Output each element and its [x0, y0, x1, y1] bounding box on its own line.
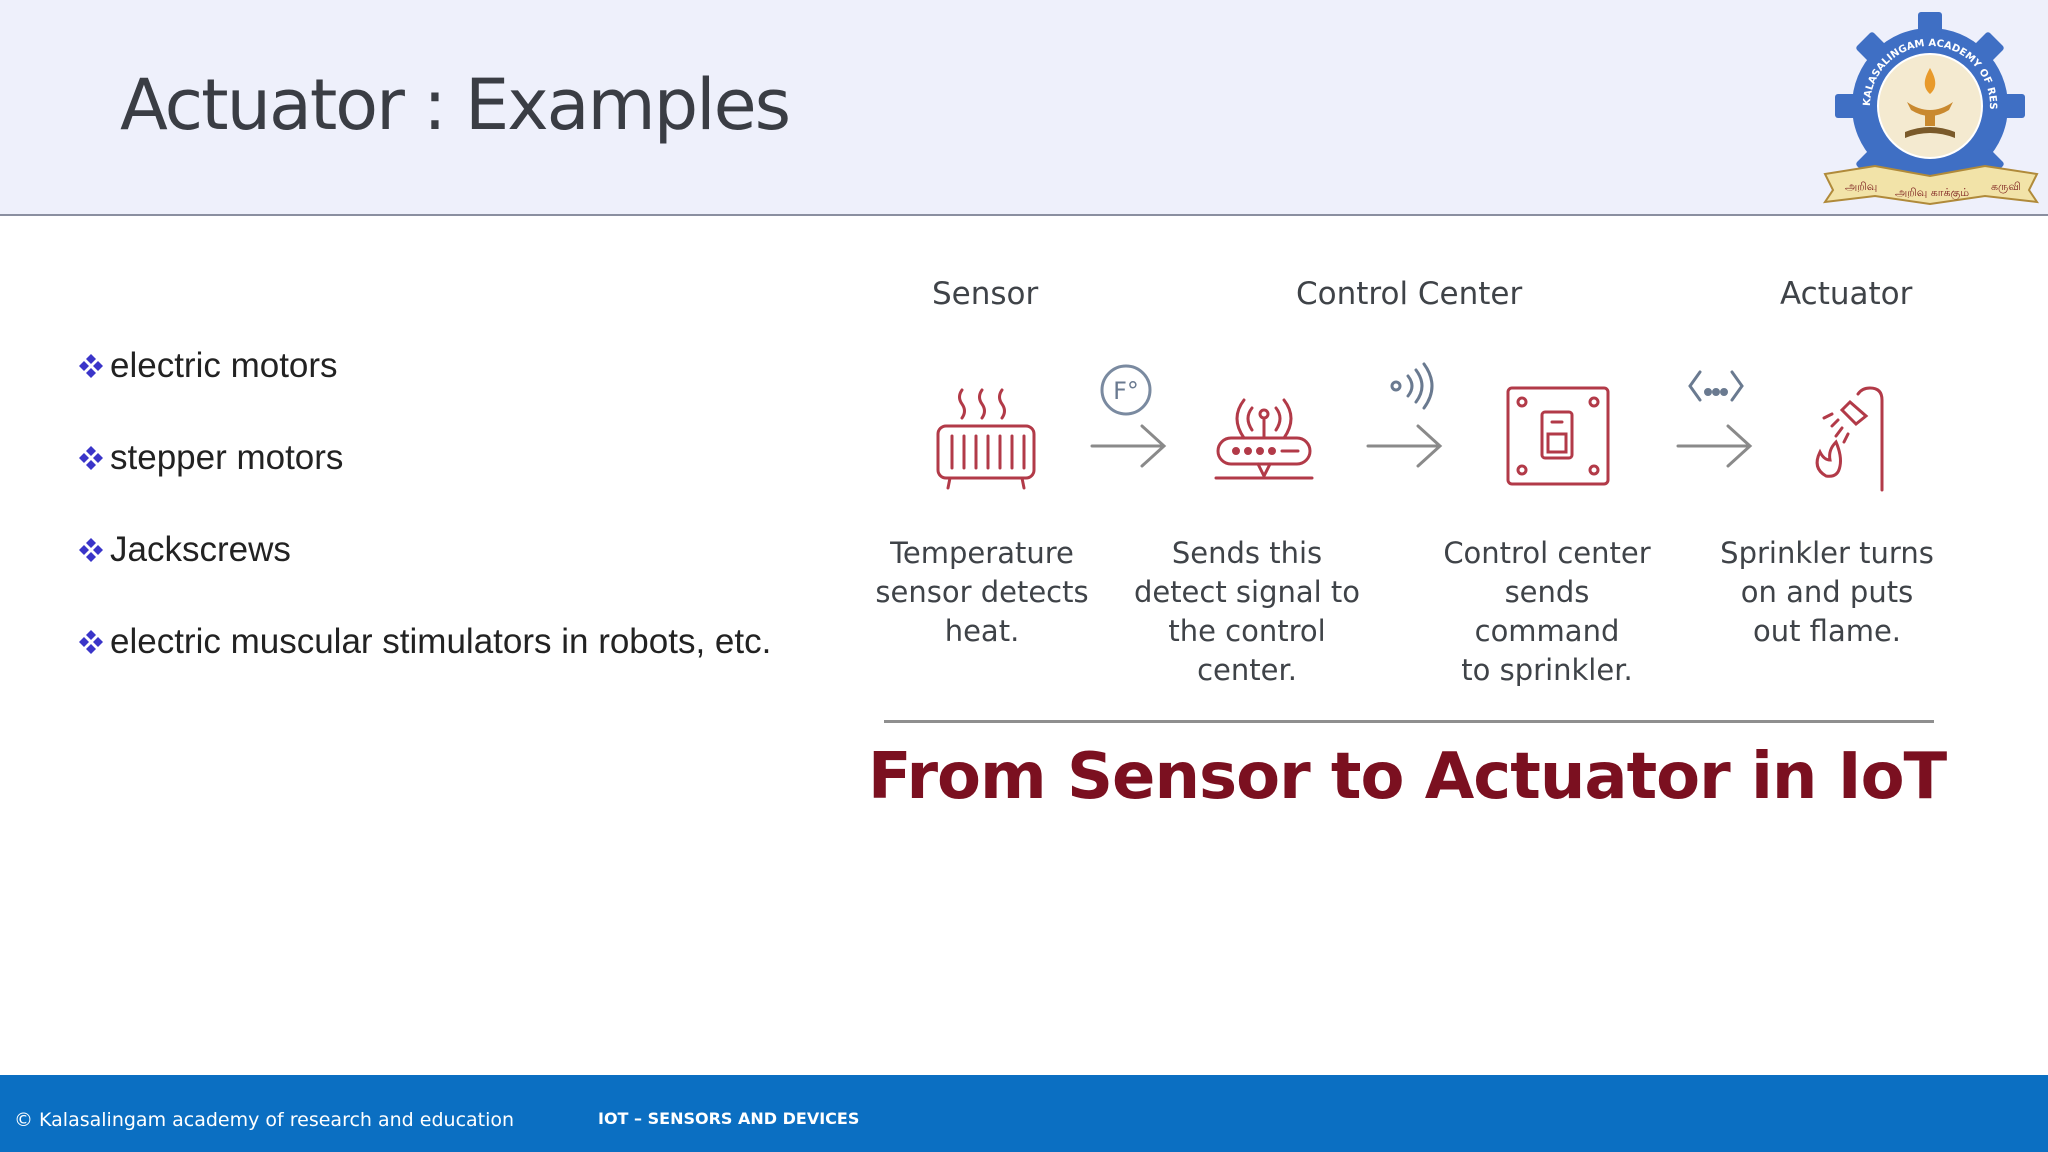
wireless-signal-icon: [1390, 362, 1434, 410]
slide-header: Actuator : Examples அறிவு அறிவு காக: [0, 0, 2048, 216]
command-code-icon: [1688, 370, 1744, 402]
footer-course-title: IOT – SENSORS AND DEVICES: [598, 1109, 860, 1128]
caption-control: Control center sends command to sprinkle…: [1443, 536, 1651, 687]
logo-ribbon-center: அறிவு காக்கும்: [1895, 186, 1969, 201]
heading-actuator: Actuator: [1780, 276, 1913, 312]
logo-ribbon-left: அறிவு: [1845, 180, 1877, 193]
bullet-list: electric motors stepper motors Jackscrew…: [76, 320, 771, 688]
diamond-bullet-icon: [79, 354, 103, 378]
slide-footer: © Kalasalingam academy of research and e…: [0, 1075, 2048, 1152]
list-item: Jackscrews: [76, 504, 771, 596]
diamond-bullet-icon: [79, 538, 103, 562]
diagram-banner-title: From Sensor to Actuator in IoT: [867, 740, 1947, 814]
router-icon: [1214, 398, 1314, 480]
caption-sensor: Temperature sensor detects heat.: [875, 536, 1089, 648]
list-item: electric motors: [76, 320, 771, 412]
arrow-right-icon: [1676, 424, 1753, 468]
bullet-text: electric motors: [110, 346, 338, 385]
footer-copyright: © Kalasalingam academy of research and e…: [14, 1109, 515, 1131]
fahrenheit-badge-text: F°: [1113, 377, 1139, 405]
caption-signal: Sends this detect signal to the control …: [1133, 536, 1361, 687]
fahrenheit-badge-icon: F°: [1100, 364, 1152, 416]
university-logo: அறிவு அறிவு காக்கும் கருவி KALASALINGAM …: [1815, 6, 2040, 206]
bullet-text: stepper motors: [110, 438, 344, 477]
logo-ribbon-right: கருவி: [1991, 180, 2021, 193]
divider: [884, 720, 1934, 723]
heading-sensor: Sensor: [932, 276, 1039, 312]
diamond-bullet-icon: [79, 630, 103, 654]
list-item: electric muscular stimulators in robots,…: [76, 596, 771, 688]
diamond-bullet-icon: [79, 446, 103, 470]
list-item: stepper motors: [76, 412, 771, 504]
caption-actuator: Sprinkler turns on and puts out flame.: [1720, 536, 1934, 648]
heater-icon: [936, 388, 1036, 490]
control-switch-icon: [1506, 386, 1610, 486]
arrow-right-icon: [1090, 424, 1167, 468]
bullet-text: Jackscrews: [110, 530, 291, 569]
sprinkler-icon: [1815, 386, 1884, 492]
sensor-to-actuator-diagram: Sensor Control Center Actuator F°: [862, 262, 1952, 842]
bullet-text: electric muscular stimulators in robots,…: [110, 622, 772, 661]
arrow-right-icon: [1366, 424, 1443, 468]
slide-title: Actuator : Examples: [120, 64, 791, 146]
heading-control-center: Control Center: [1296, 276, 1523, 312]
